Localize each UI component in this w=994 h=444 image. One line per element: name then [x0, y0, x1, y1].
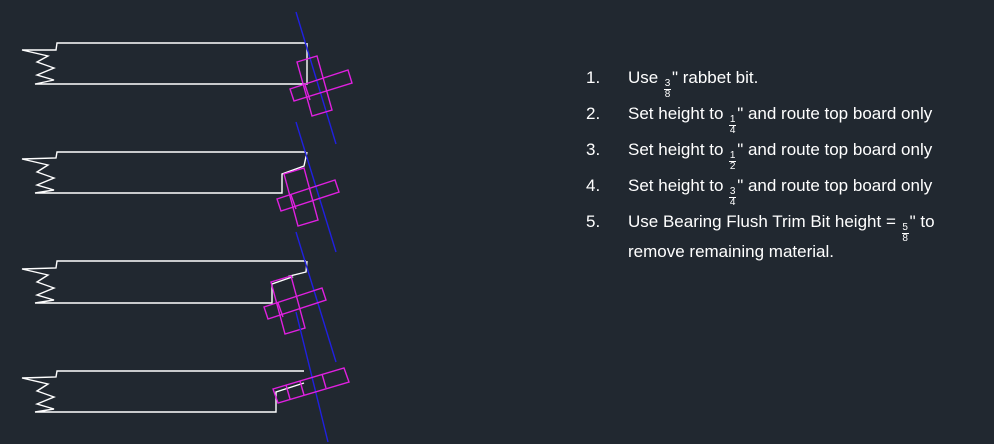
board-outline: [21, 260, 308, 304]
step-text: Use: [628, 68, 663, 87]
board-outline: [21, 370, 305, 413]
stage-2: [21, 121, 340, 253]
step-text-end: " and route top board only: [737, 176, 933, 195]
cutter-divider: [285, 384, 291, 400]
step-continuation: remove remaining material.: [628, 242, 834, 261]
step-text-end: " rabbet bit.: [671, 68, 759, 87]
step-number: 5.: [586, 212, 601, 231]
board-outline: [21, 42, 308, 85]
router-bit-cutter: [289, 69, 353, 102]
step-text-end: " and route top board only: [737, 140, 933, 159]
step-number: 1.: [586, 68, 601, 87]
cutter-divider: [299, 380, 305, 396]
bearing-line: [277, 302, 284, 318]
router-bit-shank: [283, 167, 319, 227]
router-bit-cutter: [272, 367, 350, 404]
step-text: Set height to: [628, 140, 729, 159]
step-text-end: " and route top board only: [737, 104, 933, 123]
router-bit-cutter: [263, 287, 327, 320]
router-bit-cutter: [276, 179, 340, 212]
step-text: Use Bearing Flush Trim Bit height =: [628, 212, 901, 231]
cut-line: [295, 231, 337, 363]
step-number: 2.: [586, 104, 601, 123]
bearing-line: [290, 194, 297, 210]
step-text: Set height to: [628, 176, 729, 195]
step-text: Set height to: [628, 104, 729, 123]
stage-4: [21, 311, 350, 443]
bearing-line: [304, 84, 311, 101]
step-number: 3.: [586, 140, 601, 159]
cutter-divider: [321, 373, 327, 389]
cut-line: [295, 11, 337, 145]
step-number: 4.: [586, 176, 601, 195]
stage-1: [21, 11, 353, 145]
stage-3: [21, 231, 337, 363]
step-text-end: " to: [909, 212, 935, 231]
board-outline: [21, 151, 308, 194]
cut-line: [295, 121, 337, 253]
router-bit-shank: [296, 55, 333, 117]
instruction-step-5: 5. Use Bearing Flush Trim Bit height = 5…: [586, 208, 986, 263]
router-bit-shank: [270, 275, 306, 335]
